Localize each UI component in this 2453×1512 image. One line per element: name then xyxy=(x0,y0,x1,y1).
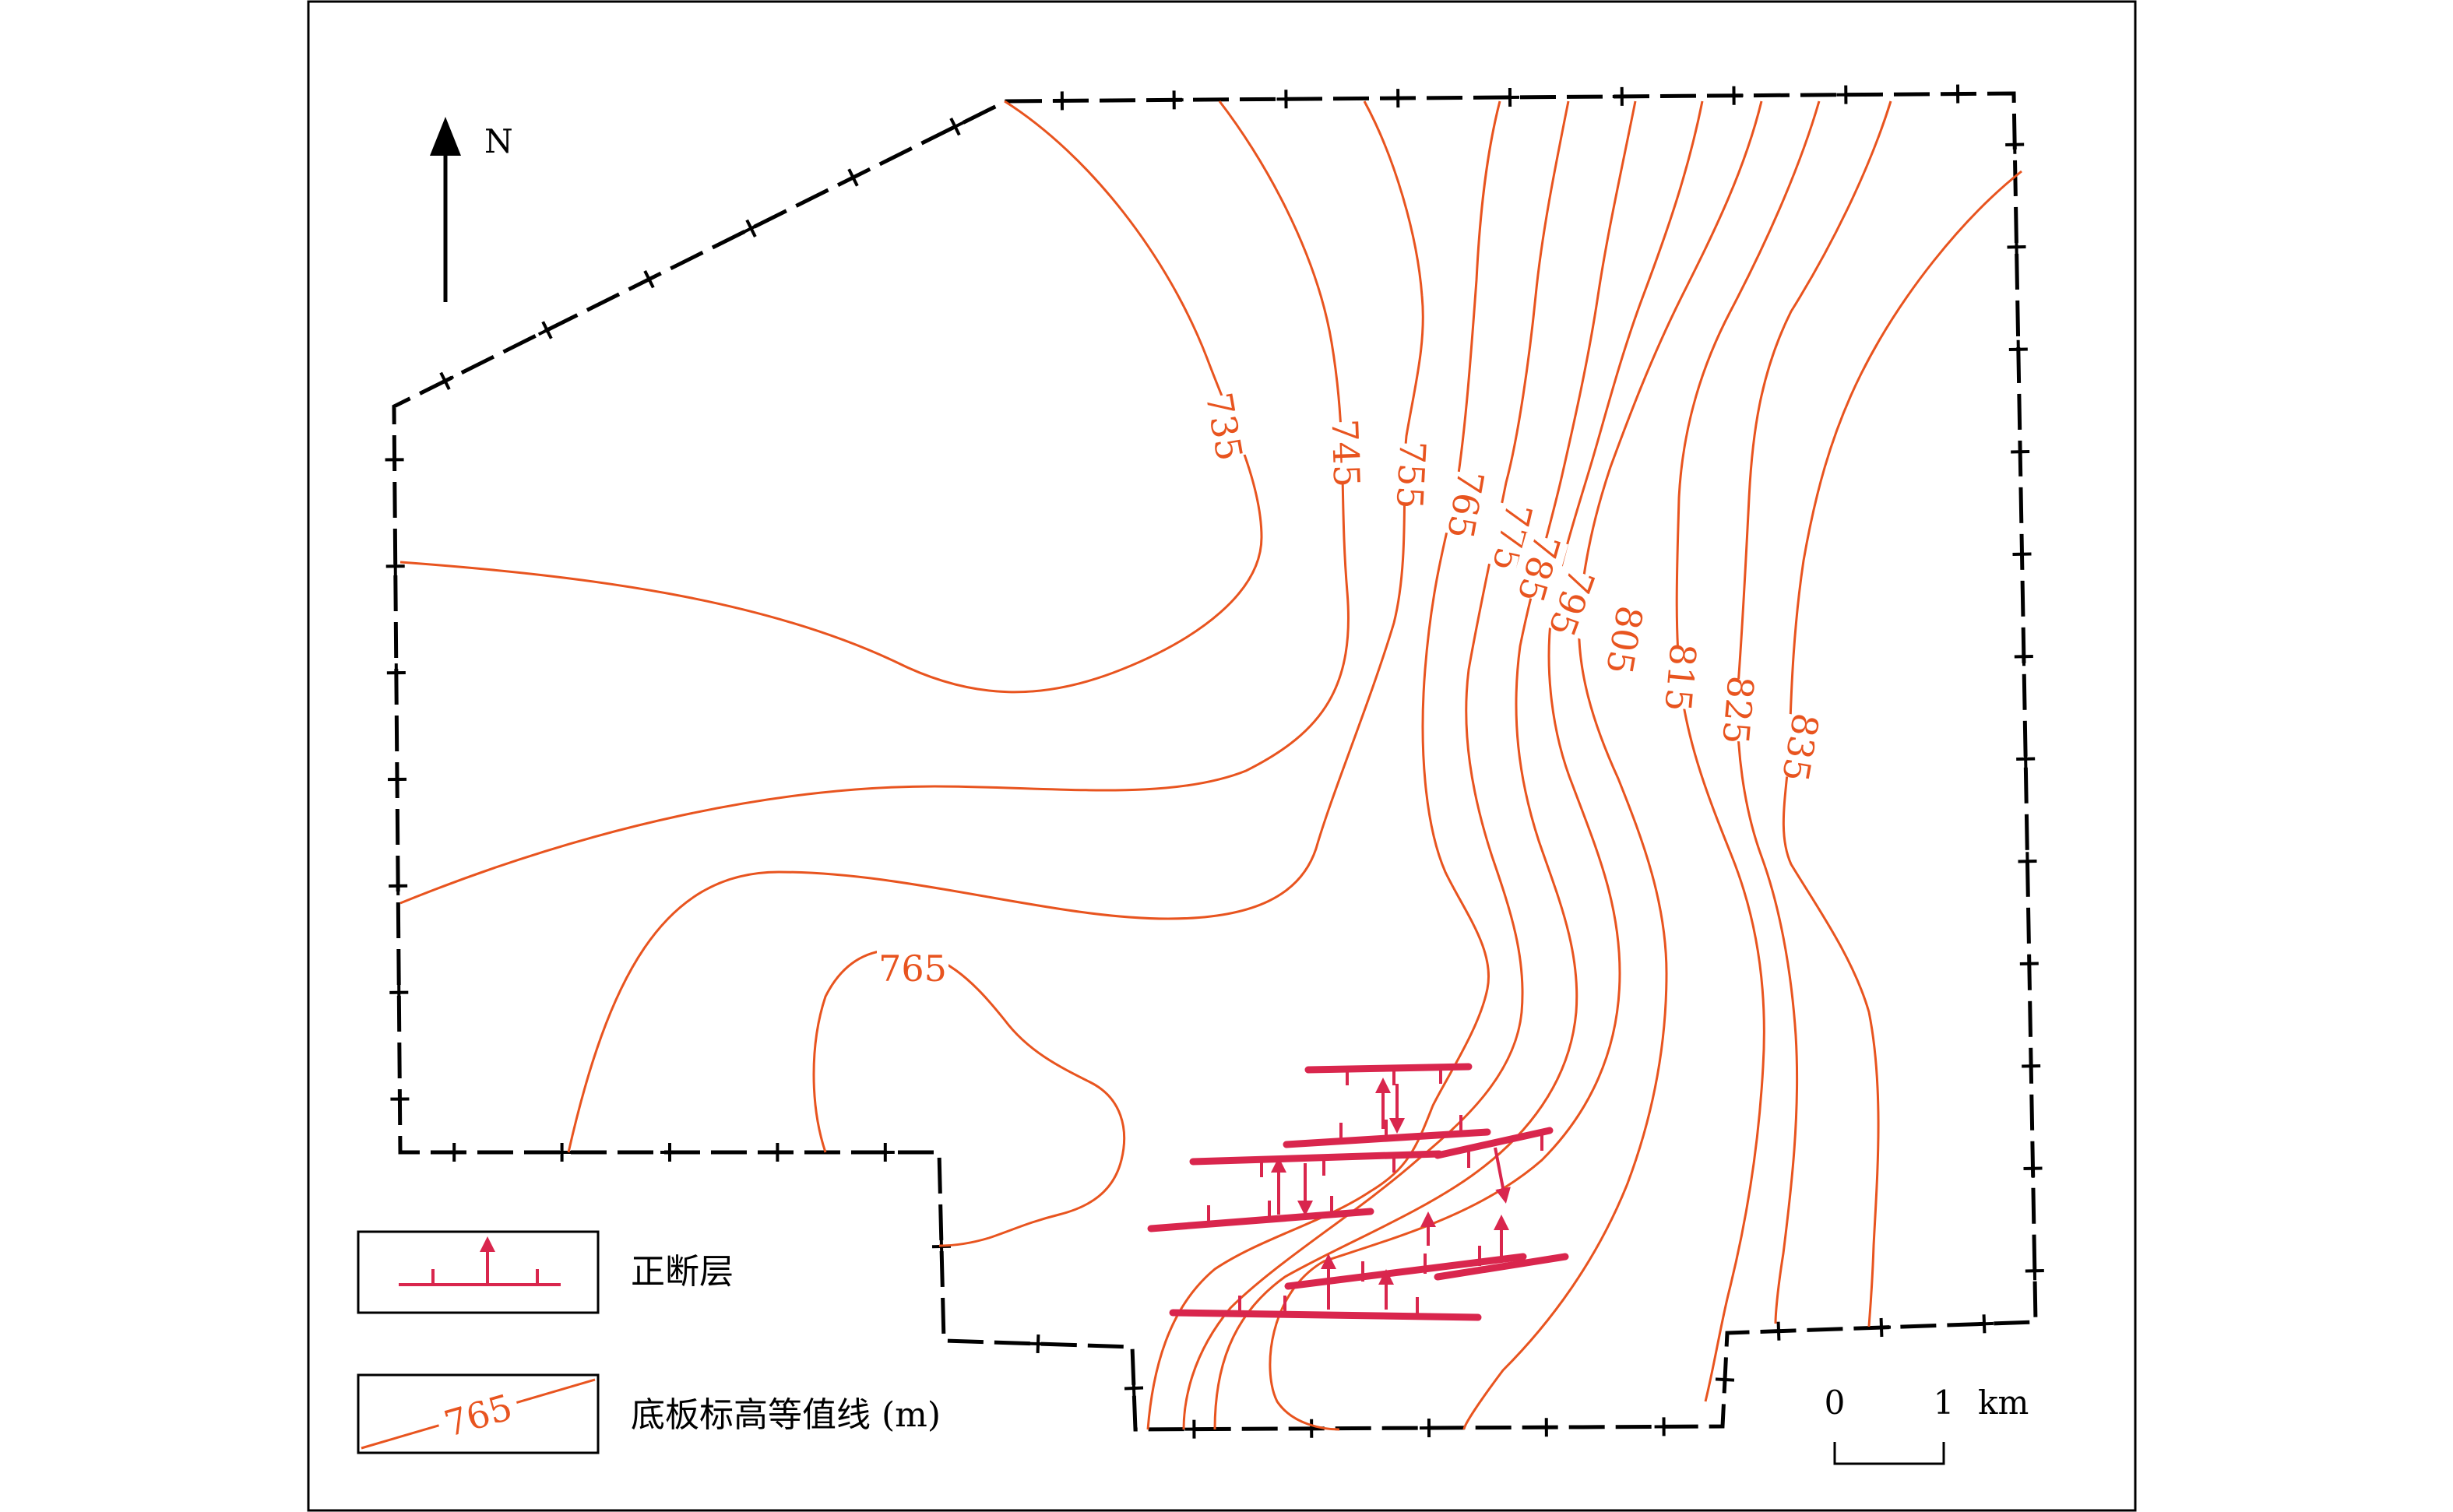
contour-785 xyxy=(1213,100,1637,1430)
boundary-tick xyxy=(745,219,757,237)
contour-735 xyxy=(399,100,1263,694)
fault-line xyxy=(1434,1253,1569,1281)
minefield-boundary xyxy=(392,91,2038,1432)
boundary-tick xyxy=(949,118,961,136)
contour-label-805: 805 xyxy=(1598,603,1651,677)
contour-825 xyxy=(1736,100,1892,1324)
contour-label-825: 825 xyxy=(1714,674,1761,746)
scale-zero: 0 xyxy=(1825,1384,1846,1422)
north-label: N xyxy=(484,122,513,160)
contour-815 xyxy=(1675,100,1821,1402)
contour-765-closed xyxy=(812,948,1126,1247)
boundary-tick xyxy=(1715,1377,1735,1382)
fault-line xyxy=(1147,1208,1374,1232)
fault-line xyxy=(1304,1063,1473,1074)
scale-one: 1 xyxy=(1934,1384,1955,1422)
scale-unit: km xyxy=(1978,1384,2029,1422)
boundary-tick xyxy=(439,371,451,390)
contour-label-745: 745 xyxy=(1323,418,1367,488)
north-arrow-icon: N xyxy=(430,117,513,302)
map-frame xyxy=(307,0,2137,1512)
scale-bar: 0 1 km xyxy=(1825,1384,2029,1465)
legend-contour: 765 底板标高等值线 (m) xyxy=(357,1373,941,1454)
boundary-tick xyxy=(1982,1314,1987,1334)
contour-label-755: 755 xyxy=(1388,440,1434,511)
fault-line xyxy=(1169,1309,1482,1321)
contour-775 xyxy=(1182,100,1570,1430)
contour-835 xyxy=(1782,170,2022,1327)
boundary-tick xyxy=(643,270,655,289)
contour-755 xyxy=(567,100,1424,1153)
boundary-tick xyxy=(847,168,859,187)
boundary-ticks xyxy=(385,84,2044,1439)
contour-795 xyxy=(1269,100,1704,1431)
contour-label-735: 735 xyxy=(1198,389,1251,464)
contour-label-765: 765 xyxy=(1439,467,1492,542)
normal-fault-symbol xyxy=(399,1236,561,1286)
contour-745 xyxy=(399,100,1350,905)
boundary-tick xyxy=(1879,1317,1884,1338)
normal-faults xyxy=(1147,1063,1569,1321)
fault-throw-arrows xyxy=(1271,1078,1511,1310)
contour-label-835: 835 xyxy=(1774,710,1827,785)
contour-lines xyxy=(399,100,2022,1431)
legend-fault: 正断层 xyxy=(357,1230,734,1314)
legend-fault-label: 正断层 xyxy=(631,1252,734,1292)
fault-line xyxy=(1189,1150,1443,1166)
boundary-tick xyxy=(1124,1386,1144,1391)
contour-label-765-closed: 765 xyxy=(878,948,947,990)
contour-765 xyxy=(1146,100,1501,1430)
fault-line xyxy=(1434,1127,1554,1159)
contour-805 xyxy=(1462,100,1763,1430)
contour-label-815: 815 xyxy=(1656,642,1704,713)
boundary-tick xyxy=(541,321,553,339)
fault-hatches xyxy=(1207,1068,1543,1316)
legend-contour-label: 底板标高等值线 (m) xyxy=(631,1395,941,1435)
boundary-tick xyxy=(1036,1334,1040,1354)
contour-labels: 735 745 755 765 775 785 795 805 815 825 … xyxy=(877,389,1828,990)
